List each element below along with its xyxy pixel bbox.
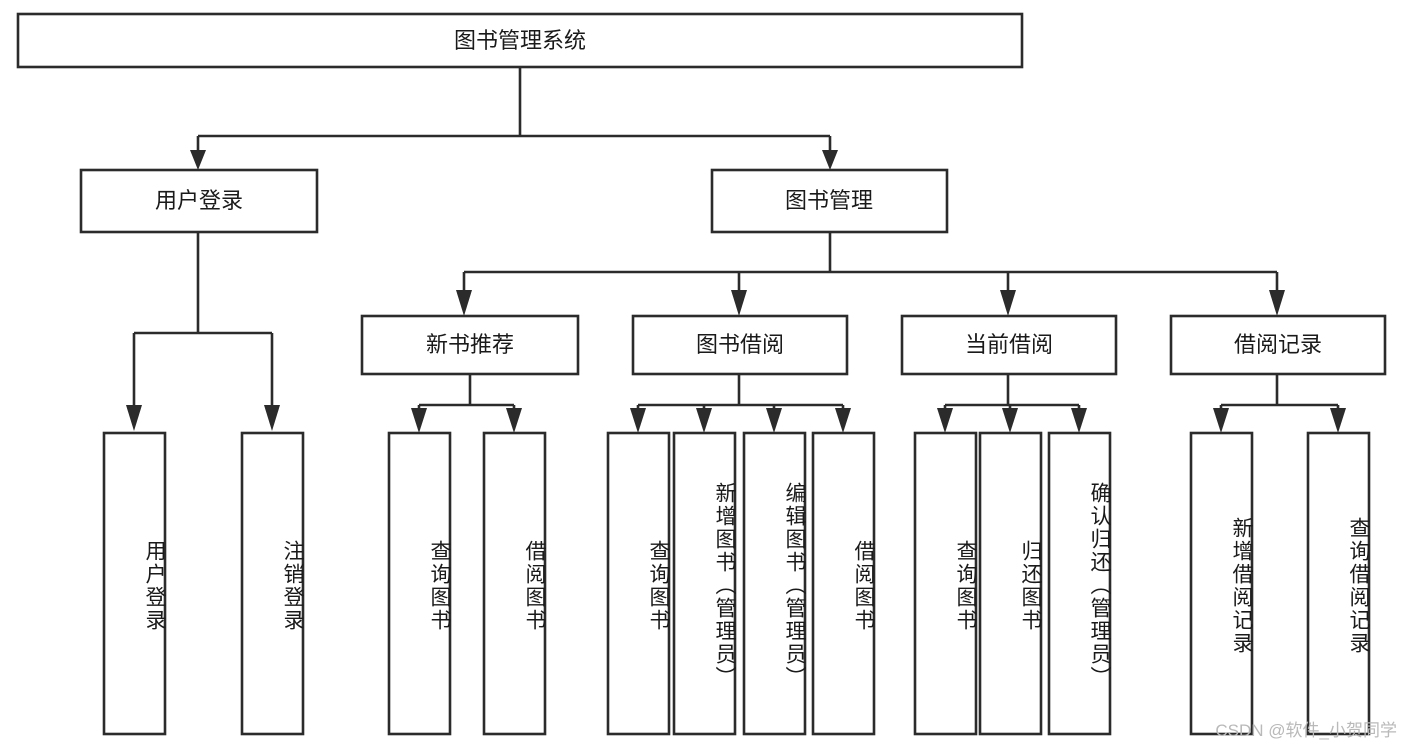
- node-box-borrow-record[interactable]: [1169, 314, 1387, 376]
- node-box-book-manage[interactable]: [710, 168, 949, 234]
- leaf-label-borrow-book-b: 借阅图书: [852, 539, 875, 632]
- node-label-borrow-record: 借阅记录: [1234, 332, 1322, 357]
- arrow-head-newbook-leaf-2: [506, 408, 522, 433]
- arrow-head-to-borrow-record: [1269, 290, 1285, 316]
- connector-group-currentborrow-to-leaves: [937, 374, 1087, 433]
- node-label-current-borrow: 当前借阅: [965, 332, 1053, 357]
- leaf-label-user-login: 用户登录: [143, 539, 166, 632]
- connector-group-root-to-level2: [190, 67, 838, 170]
- leaf-label-query-book-c: 查询图书: [954, 539, 977, 632]
- node-box-leaf-return-book[interactable]: [978, 431, 1043, 736]
- arrow-head-root-to-user-login: [190, 150, 206, 170]
- node-box-leaf-query-borrow-record[interactable]: [1306, 431, 1371, 736]
- leaf-label-edit-book-admin: 编辑图书（管理员）: [783, 482, 806, 689]
- node-label-user-login: 用户登录: [155, 188, 243, 213]
- node-box-leaf-borrow-book-b[interactable]: [811, 431, 876, 736]
- arrow-head-currentborrow-leaf-3: [1071, 408, 1087, 433]
- node-label-book-borrow: 图书借阅: [696, 332, 784, 357]
- leaf-label-logout: 注销登录: [281, 539, 304, 632]
- arrow-head-to-new-book-recommend: [456, 290, 472, 316]
- connector-group-newbook-to-leaves: [411, 374, 522, 433]
- arrow-head-currentborrow-leaf-1: [937, 408, 953, 433]
- node-box-leaf-add-borrow-record[interactable]: [1189, 431, 1254, 736]
- node-box-new-book-recommend[interactable]: [360, 314, 580, 376]
- node-box-leaf-add-book-admin[interactable]: [672, 431, 737, 736]
- arrow-head-newbook-leaf-1: [411, 408, 427, 433]
- arrow-head-bookborrow-leaf-1: [630, 408, 646, 433]
- leaf-label-confirm-return-admin: 确认归还（管理员）: [1088, 482, 1111, 689]
- arrow-head-bookborrow-leaf-2: [696, 408, 712, 433]
- node-box-leaf-query-book-a[interactable]: [387, 431, 452, 736]
- leaf-label-query-book-a: 查询图书: [428, 539, 451, 632]
- arrow-head-userlogin-leaf-1: [126, 405, 142, 431]
- connector-group-bookborrow-to-leaves: [630, 374, 851, 433]
- node-label-book-manage: 图书管理: [785, 188, 873, 213]
- watermark-text: CSDN @软件_小贺同学: [1215, 721, 1397, 740]
- node-box-leaf-query-book-b[interactable]: [606, 431, 671, 736]
- node-box-current-borrow[interactable]: [900, 314, 1118, 376]
- arrow-head-borrowrecord-leaf-2: [1330, 408, 1346, 433]
- node-box-leaf-query-book-c[interactable]: [913, 431, 978, 736]
- leaf-label-query-book-b: 查询图书: [647, 539, 670, 632]
- arrow-head-bookborrow-leaf-4: [835, 408, 851, 433]
- arrow-head-userlogin-leaf-2: [264, 405, 280, 431]
- node-box-user-login[interactable]: [79, 168, 319, 234]
- arrow-head-borrowrecord-leaf-1: [1213, 408, 1229, 433]
- arrow-head-to-current-borrow: [1000, 290, 1016, 316]
- leaf-label-add-borrow-record: 新增借阅记录: [1230, 516, 1253, 655]
- connector-group-bookmanage-to-level3: [456, 232, 1285, 316]
- node-box-book-borrow[interactable]: [631, 314, 849, 376]
- arrow-head-to-book-borrow: [731, 290, 747, 316]
- leaf-label-query-borrow-record: 查询借阅记录: [1347, 516, 1370, 655]
- leaf-label-return-book: 归还图书: [1019, 539, 1042, 632]
- node-label-root: 图书管理系统: [454, 28, 586, 53]
- node-box-leaf-confirm-return-admin[interactable]: [1047, 431, 1112, 736]
- node-box-leaf-logout[interactable]: [240, 431, 305, 736]
- node-box-leaf-edit-book-admin[interactable]: [742, 431, 807, 736]
- connector-group-borrowrecord-to-leaves: [1213, 374, 1346, 433]
- arrow-head-currentborrow-leaf-2: [1002, 408, 1018, 433]
- node-box-leaf-borrow-book-a[interactable]: [482, 431, 547, 736]
- node-box-root[interactable]: [16, 12, 1024, 69]
- node-box-leaf-user-login[interactable]: [102, 431, 167, 736]
- arrow-head-root-to-book-manage: [822, 150, 838, 170]
- leaf-label-borrow-book-a: 借阅图书: [523, 539, 546, 632]
- arrow-head-bookborrow-leaf-3: [766, 408, 782, 433]
- connector-group-userlogin-to-leaves: [126, 232, 280, 431]
- node-label-new-book-recommend: 新书推荐: [426, 332, 514, 357]
- leaf-label-add-book-admin: 新增图书（管理员）: [713, 482, 736, 689]
